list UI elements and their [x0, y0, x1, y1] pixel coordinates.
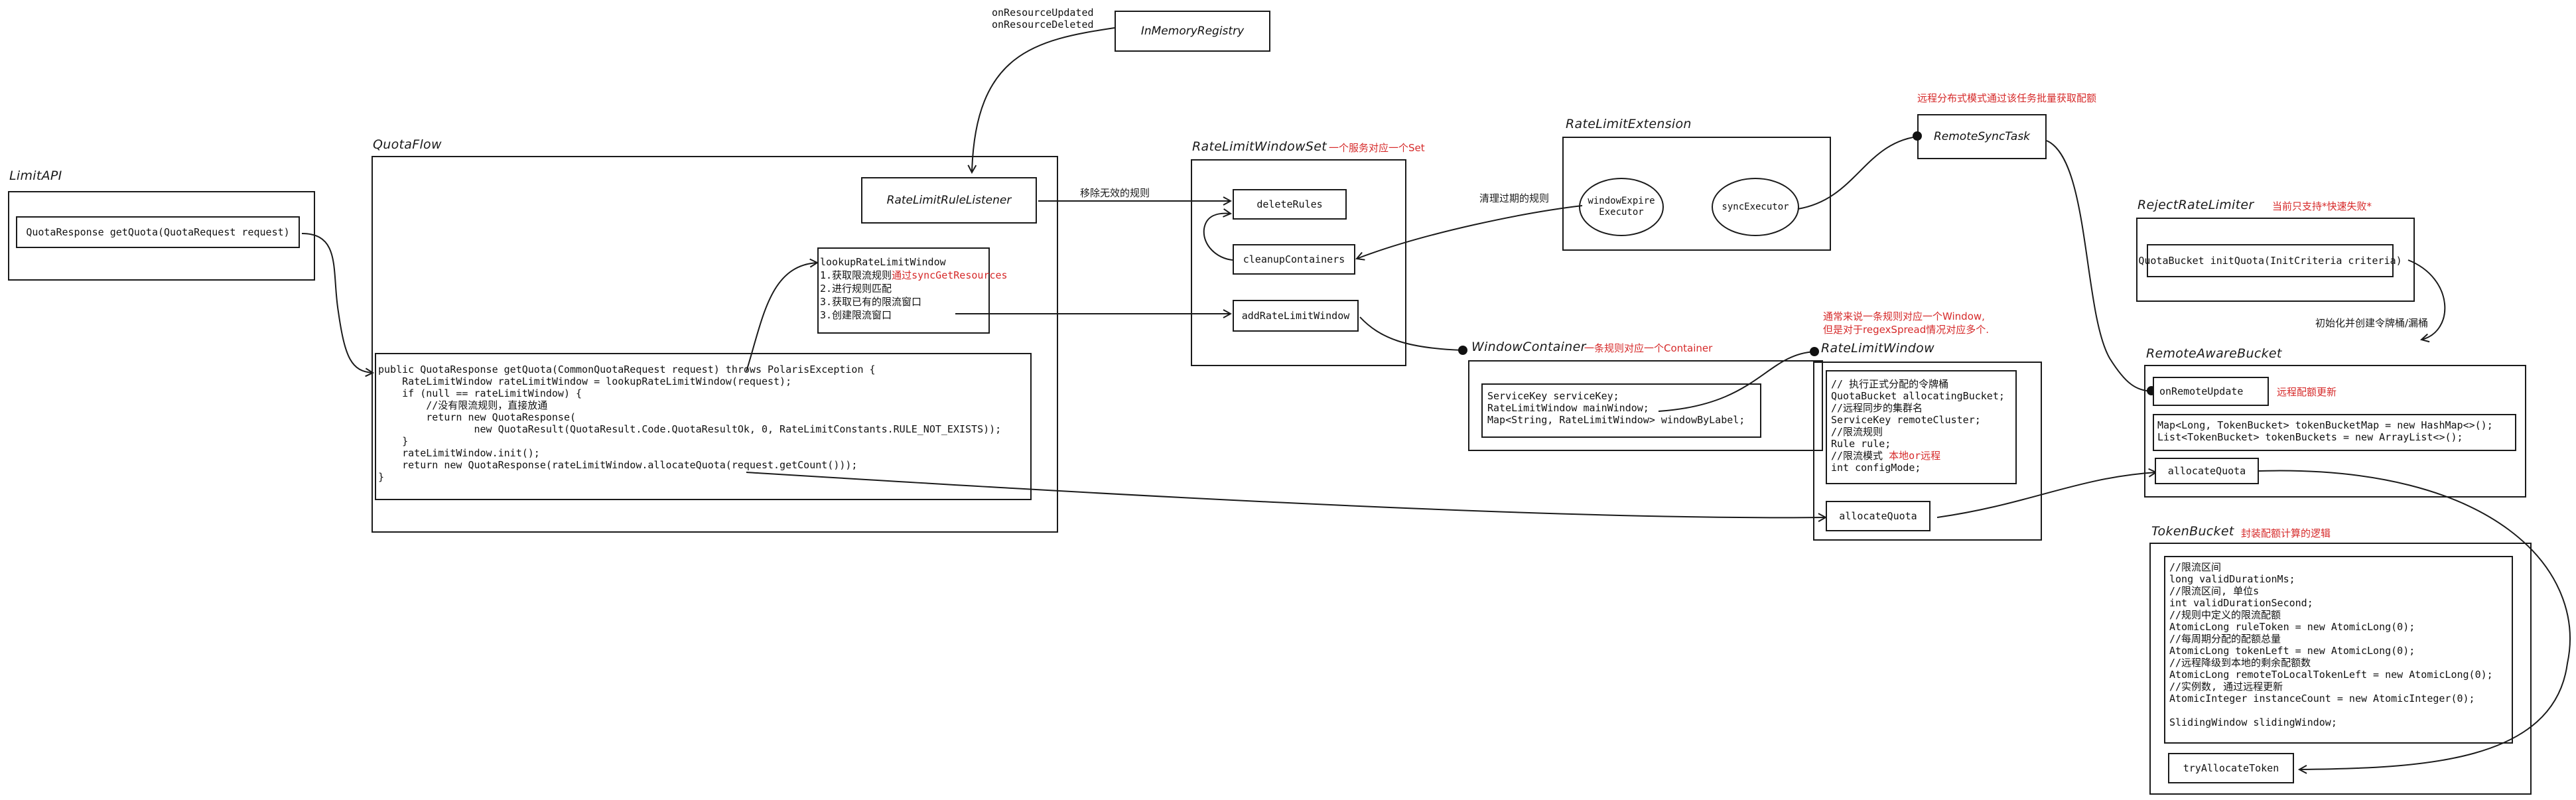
sync-to-remotesync-arrow: [1797, 135, 1923, 210]
container-connector-dot: [1458, 346, 1467, 355]
lookup-step-2: 2.进行规则匹配: [820, 283, 892, 295]
reject-box: [2136, 218, 2415, 302]
quotaflow-title: QuotaFlow: [373, 137, 442, 152]
remoteaware-box: [2144, 365, 2526, 498]
registry-event-updated: onResourceUpdated: [992, 7, 1094, 19]
reject-to-bucket-arrow: [2407, 259, 2446, 340]
getquota-to-lookup-arrow: [746, 263, 817, 372]
api-to-getquota-arrow: [301, 233, 373, 373]
extension-title: RateLimitExtension: [1566, 117, 1692, 131]
bucket-to-try-arrow: [2258, 470, 2571, 769]
remotesync-connector-dot: [1913, 131, 1922, 141]
window-title: RateLimitWindow: [1821, 341, 1934, 356]
lookup-step-1: 1.获取限流规则通过syncGetResources: [820, 269, 1008, 281]
reject-title: RejectRateLimiter: [2137, 198, 2254, 212]
container-fields-box: [1481, 383, 1761, 438]
lookup-step-1-note: 通过syncGetResources: [892, 269, 1008, 281]
limitapi-getquota-method[interactable]: QuotaResponse getQuota(QuotaRequest requ…: [16, 216, 300, 248]
limitapi-box: [8, 191, 315, 281]
remove-invalid-rules-label: 移除无效的规则: [1080, 187, 1150, 199]
container-to-window-arrow: [1658, 351, 1815, 412]
getquota-code: public QuotaResponse getQuota(CommonQuot…: [378, 364, 1002, 483]
try-allocate-token-method[interactable]: tryAllocateToken: [2168, 753, 2294, 783]
add-ratelimit-window-method[interactable]: addRateLimitWindow: [1233, 300, 1359, 332]
getquota-to-window-allocate-arrow: [746, 472, 1826, 517]
lookup-title: lookupRateLimitWindow: [820, 256, 946, 268]
inmemory-registry[interactable]: InMemoryRegistry: [1115, 11, 1270, 52]
container-title: WindowContainer: [1471, 340, 1586, 354]
ratelimit-rule-listener[interactable]: RateLimitRuleListener: [861, 177, 1037, 224]
remoteaware-title: RemoteAwareBucket: [2146, 346, 2282, 361]
getquota-code-box: [375, 353, 1032, 500]
tokenbucket-fields: //限流区间 long validDurationMs; //限流区间, 单位s…: [2169, 561, 2493, 728]
remotesync-to-update-arrow: [2046, 140, 2152, 392]
reject-initquota-method[interactable]: QuotaBucket initQuota(InitCriteria crite…: [2138, 244, 2402, 277]
tokenbucket-note: 封装配额计算的逻辑: [2241, 527, 2331, 539]
lookup-step-3: 3.获取已有的限流窗口: [820, 296, 922, 308]
reject-note: 当前只支持*快速失败*: [2272, 200, 2372, 212]
registry-event-deleted: onResourceDeleted: [992, 19, 1094, 31]
sync-executor[interactable]: syncExecutor: [1712, 178, 1799, 236]
window-to-bucket-allocate-arrow: [1936, 472, 2156, 518]
clean-expired-rules-label: 清理过期的规则: [1479, 192, 1550, 204]
windowset-title: RateLimitWindowSet: [1192, 139, 1327, 154]
window-allocate-quota[interactable]: allocateQuota: [1826, 501, 1931, 531]
remoteaware-allocate-quota[interactable]: allocateQuota: [2155, 458, 2259, 484]
remoteaware-fields-box: [2153, 414, 2516, 451]
tokenbucket-box: [2149, 543, 2532, 795]
window-connector-dot: [1810, 347, 1819, 356]
windowset-note: 一个服务对应一个Set: [1329, 142, 1425, 154]
lookup-ratelimit-window-box: [817, 247, 990, 334]
expire-to-cleanup-arrow: [1357, 205, 1583, 259]
window-box: [1813, 362, 2042, 541]
limitapi-title: LimitAPI: [9, 168, 62, 183]
remoteaware-fields: Map<Long, TokenBucket> tokenBucketMap = …: [2157, 419, 2493, 443]
quotaflow-box: [372, 156, 1058, 533]
extension-box: [1562, 137, 1831, 251]
remote-sync-task[interactable]: RemoteSyncTask: [1917, 114, 2047, 159]
lookup-step-4: 3.创建限流窗口: [820, 309, 892, 321]
container-note: 一条规则对应一个Container: [1584, 342, 1713, 354]
add-to-container-arrow: [1359, 316, 1463, 351]
remote-update-note: 远程配额更新: [2277, 386, 2337, 398]
on-remote-update-method[interactable]: onRemoteUpdate: [2153, 377, 2269, 406]
cleanup-to-delete-arrow: [1203, 214, 1233, 261]
container-box: [1468, 360, 1823, 451]
delete-rules-method[interactable]: deleteRules: [1233, 189, 1347, 220]
cleanup-containers-method[interactable]: cleanupContainers: [1233, 244, 1355, 275]
container-fields: ServiceKey serviceKey; RateLimitWindow m…: [1487, 390, 1745, 426]
window-mode-note: 本地or远程: [1889, 450, 1941, 462]
window-expire-executor[interactable]: windowExpire Executor: [1579, 178, 1664, 236]
registry-to-listener-arrow: [972, 27, 1115, 172]
tokenbucket-fields-box: [2164, 556, 2513, 744]
windowset-box: [1191, 159, 1406, 366]
init-bucket-label: 初始化并创建令牌桶/漏桶: [2315, 317, 2429, 329]
tokenbucket-title: TokenBucket: [2151, 524, 2234, 539]
window-fields: // 执行正式分配的令牌桶 QuotaBucket allocatingBuck…: [1831, 378, 2005, 474]
window-note-2: 但是对于regexSpread情况对应多个.: [1823, 324, 1990, 336]
remotesync-note: 远程分布式模式通过该任务批量获取配额: [1917, 92, 2097, 104]
window-fields-box: [1826, 370, 2017, 484]
window-note-1: 通常来说一条规则对应一个Window,: [1823, 310, 1985, 322]
